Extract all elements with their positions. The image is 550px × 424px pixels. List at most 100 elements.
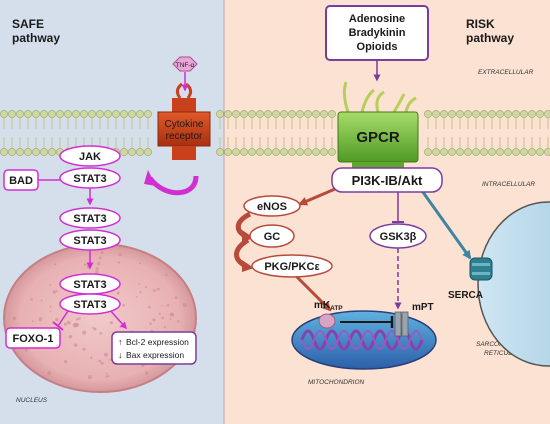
stat3-label: STAT3 xyxy=(73,173,106,185)
nucleus-speck xyxy=(78,317,81,320)
lipid-head xyxy=(264,110,272,118)
lipid-head xyxy=(24,148,32,156)
risk-title-line1: RISK xyxy=(466,17,495,31)
nucleus-speck xyxy=(152,318,156,322)
nucleus-speck xyxy=(91,327,94,329)
expression-box xyxy=(111,331,197,365)
sarcoplasmic-reticulum xyxy=(477,201,550,367)
bad-label: BAD xyxy=(9,175,33,187)
nucleus-speck xyxy=(161,316,165,320)
pkg-pkc-label: PKG/PKCε xyxy=(264,261,320,273)
lipid-head xyxy=(520,110,528,118)
lipid-head xyxy=(536,110,544,118)
gc-node xyxy=(249,224,295,248)
nucleus-speck xyxy=(90,356,93,359)
lipid-head xyxy=(520,148,528,156)
lipid-head xyxy=(456,148,464,156)
lipid-head xyxy=(456,110,464,118)
lipid-head xyxy=(504,148,512,156)
lipid-head xyxy=(544,148,550,156)
lipid-head xyxy=(512,110,520,118)
gpcr-label: GPCR xyxy=(356,129,400,146)
nucleus-speck xyxy=(139,262,142,265)
nucleus-speck xyxy=(52,290,57,294)
nucleus-speck xyxy=(82,347,86,351)
lipid-head xyxy=(104,110,112,118)
extracellular-label: EXTRACELLULAR xyxy=(478,69,534,76)
lipid-head xyxy=(432,148,440,156)
lipid-head xyxy=(88,110,96,118)
nucleus-speck xyxy=(54,263,57,266)
lipid-head xyxy=(232,148,240,156)
mitochondrion xyxy=(291,310,437,370)
nucleus-speck xyxy=(161,304,164,307)
ligand-adenosine: Adenosine xyxy=(349,13,405,25)
lipid-head xyxy=(264,148,272,156)
enos-node xyxy=(243,195,301,217)
serca-label: SERCA xyxy=(448,290,483,301)
lipid-head xyxy=(32,110,40,118)
lipid-head xyxy=(112,110,120,118)
nucleus-speck xyxy=(156,287,160,291)
nucleus-speck xyxy=(158,312,161,315)
nucleus-speck xyxy=(64,360,68,364)
nucleus-speck xyxy=(98,256,102,260)
nucleus-speck xyxy=(138,283,141,285)
nucleus-speck xyxy=(149,322,152,326)
lipid-head xyxy=(272,148,280,156)
stat3-dimer-top-label: STAT3 xyxy=(73,213,106,225)
lipid-head xyxy=(24,110,32,118)
nucleus-speck xyxy=(139,291,142,294)
enos-label: eNOS xyxy=(257,201,287,213)
pkg-pkc-node xyxy=(251,254,333,278)
nucleus-label: NUCLEUS xyxy=(16,397,48,404)
nucleus-speck xyxy=(105,375,108,378)
lipid-head xyxy=(320,148,328,156)
mitochondrion-label: MITOCHONDRION xyxy=(308,379,365,386)
nucleus-speck xyxy=(174,296,178,300)
lipid-head xyxy=(528,110,536,118)
lipid-head xyxy=(216,110,224,118)
lipid-head xyxy=(248,148,256,156)
bcl2-up-arrow: ↑ xyxy=(118,337,123,347)
nucleus-speck xyxy=(169,318,172,321)
lipid-head xyxy=(64,110,72,118)
nucleus-speck xyxy=(93,327,97,331)
nucleus-speck xyxy=(104,352,108,357)
lipid-head xyxy=(288,110,296,118)
lipid-head xyxy=(472,110,480,118)
lipid-head xyxy=(0,110,8,118)
nucleus-speck xyxy=(31,320,34,323)
nucleus-speck xyxy=(152,289,156,292)
jak-node xyxy=(59,145,121,167)
lipid-head xyxy=(280,110,288,118)
cytokine-receptor-label-line1: Cytokine xyxy=(165,119,204,130)
lipid-head xyxy=(480,148,488,156)
lipid-head xyxy=(424,148,432,156)
lipid-head xyxy=(440,148,448,156)
nucleus-speck xyxy=(99,332,103,335)
lipid-head xyxy=(136,148,144,156)
stat3-dimer-top xyxy=(59,207,121,229)
nucleus-speck xyxy=(171,313,174,316)
mpt-label: mPT xyxy=(412,302,434,313)
safe-title-line2: pathway xyxy=(12,31,60,45)
lipid-head xyxy=(144,148,152,156)
cytokine-receptor-label-line2: receptor xyxy=(166,131,203,142)
foxo-node xyxy=(5,327,61,349)
nucleus-speck xyxy=(109,321,113,325)
lipid-head xyxy=(528,148,536,156)
lipid-head xyxy=(40,148,48,156)
lipid-head xyxy=(496,148,504,156)
lipid-head xyxy=(224,148,232,156)
lipid-head xyxy=(48,148,56,156)
lipid-head xyxy=(0,148,8,156)
nucleus-speck xyxy=(84,263,87,266)
lipid-head xyxy=(16,148,24,156)
lipid-head xyxy=(296,110,304,118)
lipid-head xyxy=(224,110,232,118)
lipid-head xyxy=(304,148,312,156)
risk-title-line2: pathway xyxy=(466,31,514,45)
lipid-head xyxy=(56,110,64,118)
nucleus-speck xyxy=(12,316,16,321)
